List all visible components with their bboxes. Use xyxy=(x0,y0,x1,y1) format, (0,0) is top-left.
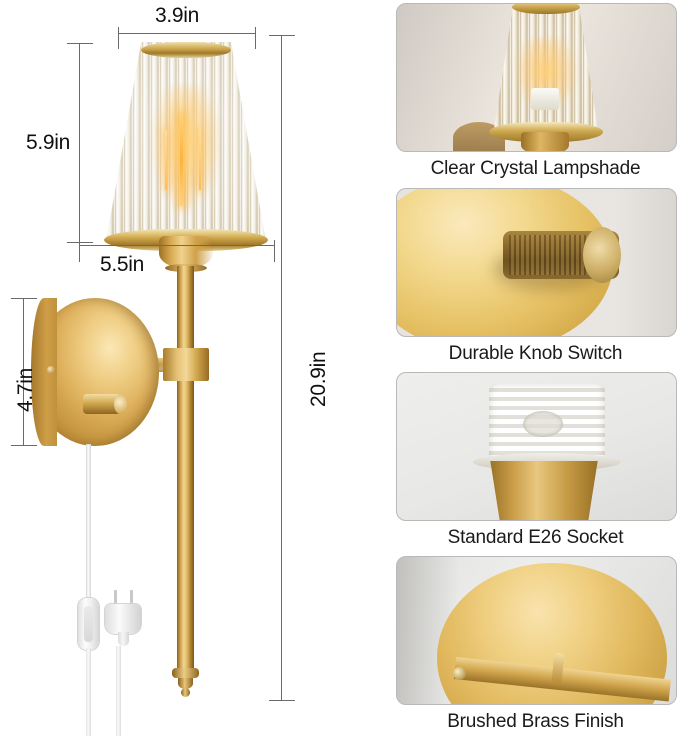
feature-card-clear-crystal-lampshade: Clear Crystal Lampshade xyxy=(396,3,677,180)
photo-brass-socket-shell xyxy=(490,461,598,520)
filament-right xyxy=(198,130,201,190)
knob-barrel xyxy=(83,394,121,414)
filament-left xyxy=(165,130,168,190)
plug-neck xyxy=(118,632,129,646)
dimension-line-backplate-height xyxy=(23,298,25,446)
photo-socket xyxy=(531,88,559,110)
crystal-shade-photo xyxy=(396,3,677,152)
plug-pin-right xyxy=(130,590,133,606)
finial-collar xyxy=(172,668,199,678)
inline-cord-switch xyxy=(78,598,99,650)
tick-top-shade-height xyxy=(67,43,93,45)
tick-left-bottom-diameter xyxy=(79,240,81,262)
dimension-label-shade-top-diameter: 3.9in xyxy=(155,4,200,27)
dimension-label-backplate-height: 4.7in xyxy=(14,367,37,412)
feature-caption: Clear Crystal Lampshade xyxy=(430,158,641,179)
finial-dome xyxy=(178,678,193,689)
vertical-brass-rod xyxy=(177,266,194,674)
dimension-line-shade-bottom-diameter xyxy=(79,245,275,247)
photo-shade-base xyxy=(521,132,569,151)
plug-cord xyxy=(116,646,121,736)
filament-center xyxy=(179,114,183,206)
tick-left-top-diameter xyxy=(118,27,120,49)
rod-finial xyxy=(170,668,201,702)
switch-inner xyxy=(84,606,93,642)
photo-shade-top-rim xyxy=(512,4,580,14)
feature-card-brushed-brass-finish: Brushed Brass Finish xyxy=(396,556,677,733)
plug-body xyxy=(105,604,141,634)
tick-right-top-diameter xyxy=(255,27,257,49)
finial-ball xyxy=(181,688,190,697)
wall-plug xyxy=(105,590,141,648)
photo-mount-screw xyxy=(453,667,466,680)
dimension-line-overall-height xyxy=(281,35,283,701)
round-backplate xyxy=(31,298,159,446)
dimension-line-shade-height xyxy=(79,43,81,243)
photo-ul-stamp xyxy=(523,411,563,437)
crystal-lampshade-illustration xyxy=(104,42,268,251)
feature-card-standard-e26-socket: Standard E26 Socket xyxy=(396,372,677,549)
knob-switch-photo xyxy=(396,188,677,337)
feature-caption: Durable Knob Switch xyxy=(448,343,623,364)
backplate-screw xyxy=(47,366,55,374)
power-cord-lower xyxy=(86,648,91,736)
tick-bottom-backplate-height xyxy=(11,445,37,447)
photo-socket-threads xyxy=(489,383,605,463)
dimension-line-shade-top-diameter xyxy=(118,33,256,35)
tick-top-backplate-height xyxy=(11,298,37,300)
dimension-label-shade-height: 5.9in xyxy=(26,131,71,154)
feature-caption: Brushed Brass Finish xyxy=(447,711,624,732)
lampshade-top-rim xyxy=(141,42,231,58)
knob-switch xyxy=(83,394,127,414)
plug-pins xyxy=(114,590,133,606)
feature-card-durable-knob-switch: Durable Knob Switch xyxy=(396,188,677,365)
dimension-label-shade-bottom-diameter: 5.5in xyxy=(100,253,145,276)
tick-top-overall-height xyxy=(269,35,295,37)
tick-bottom-overall-height xyxy=(269,700,295,702)
cube-connector xyxy=(163,348,209,381)
bulb-glow xyxy=(150,86,222,210)
knob-cap xyxy=(114,394,127,414)
e26-socket-photo xyxy=(396,372,677,521)
feature-panels: Clear Crystal Lampshade Durable Knob Swi… xyxy=(380,0,679,736)
socket-cup xyxy=(159,236,213,272)
photo-knob-knurling xyxy=(509,235,589,275)
tick-right-bottom-diameter xyxy=(274,240,276,262)
brushed-brass-photo xyxy=(396,556,677,705)
dimension-diagram-panel: 3.9in 5.9in 5.5in 4.7in 20.9in xyxy=(11,4,330,736)
plug-pin-left xyxy=(114,590,117,606)
photo-knob-cap xyxy=(583,227,621,283)
power-cord-upper xyxy=(86,444,91,604)
dimension-label-overall-height: 20.9in xyxy=(307,351,330,407)
feature-caption: Standard E26 Socket xyxy=(447,527,624,548)
